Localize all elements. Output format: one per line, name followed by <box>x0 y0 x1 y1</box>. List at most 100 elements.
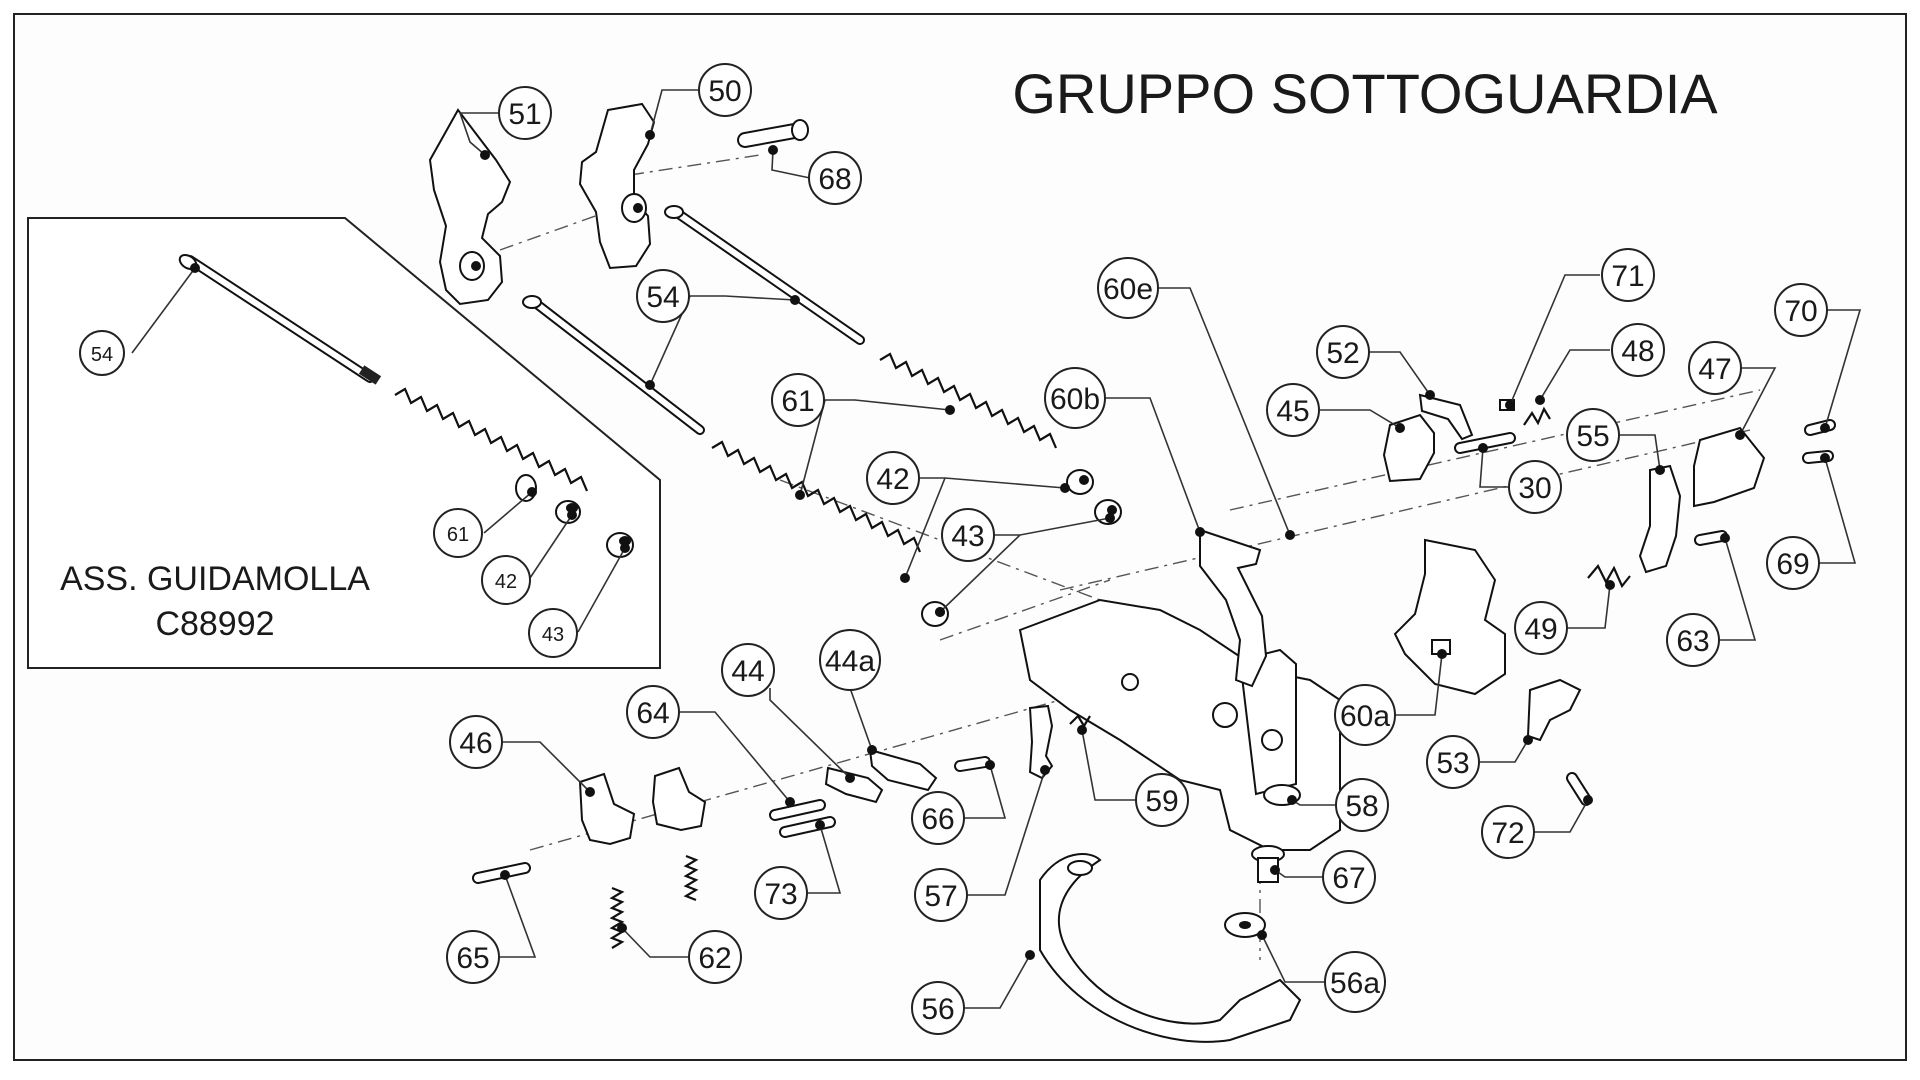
part-52-lever <box>1418 393 1474 441</box>
label-72: 72 <box>1481 805 1535 859</box>
label-69: 69 <box>1766 536 1820 590</box>
part-62-spring-a <box>609 886 625 949</box>
part-44a-sear <box>868 748 938 792</box>
svg-text:42: 42 <box>495 571 517 593</box>
svg-text:66: 66 <box>921 803 954 836</box>
inset-code: C88992 <box>155 605 274 643</box>
part-56a-washer <box>1224 912 1266 938</box>
part-58-trigger-plate <box>1018 598 1341 851</box>
inset-spring-61 <box>394 387 589 492</box>
label-63: 63 <box>1666 613 1720 667</box>
label-48: 48 <box>1611 323 1665 377</box>
part-63-pin <box>1694 530 1728 546</box>
label-50: 50 <box>698 63 752 117</box>
part-56-trigger-guard <box>1039 853 1302 1043</box>
inset-title: ASS. GUIDAMOLLA <box>60 560 370 598</box>
inset-label-61: 61 <box>433 508 483 558</box>
svg-text:70: 70 <box>1784 295 1817 328</box>
part-61-spring-b <box>879 352 1058 449</box>
svg-text:56a: 56a <box>1330 967 1380 1000</box>
part-59-spring <box>1069 714 1091 729</box>
label-58: 58 <box>1335 778 1389 832</box>
svg-text:59: 59 <box>1145 785 1178 818</box>
label-30: 30 <box>1508 460 1562 514</box>
svg-text:30: 30 <box>1518 472 1551 505</box>
part-62-spring-b <box>683 854 699 902</box>
svg-text:55: 55 <box>1576 420 1609 453</box>
label-45: 45 <box>1266 383 1320 437</box>
svg-text:44a: 44a <box>825 645 875 678</box>
label-46: 46 <box>449 715 503 769</box>
label-73: 73 <box>754 866 808 920</box>
svg-text:43: 43 <box>951 520 984 553</box>
inset-panel: ASS. GUIDAMOLLA C88992 54 <box>27 217 661 669</box>
label-70: 70 <box>1774 283 1828 337</box>
svg-text:63: 63 <box>1676 625 1709 658</box>
label-59: 59 <box>1135 773 1189 827</box>
svg-text:72: 72 <box>1491 817 1524 850</box>
part-55-lever <box>1638 464 1682 574</box>
svg-text:53: 53 <box>1436 747 1469 780</box>
label-65: 65 <box>446 930 500 984</box>
label-42: 42 <box>866 451 920 505</box>
svg-text:52: 52 <box>1326 337 1359 370</box>
svg-text:62: 62 <box>698 942 731 975</box>
label-71: 71 <box>1601 248 1655 302</box>
label-64: 64 <box>626 685 680 739</box>
svg-text:61: 61 <box>447 524 469 546</box>
svg-text:56: 56 <box>921 993 954 1026</box>
svg-text:60a: 60a <box>1340 700 1390 733</box>
label-60a: 60a <box>1334 684 1396 746</box>
label-57: 57 <box>914 868 968 922</box>
label-68: 68 <box>808 151 862 205</box>
svg-text:73: 73 <box>764 878 797 911</box>
part-30-pin <box>1454 432 1516 454</box>
svg-text:60e: 60e <box>1103 273 1153 306</box>
label-56a: 56a <box>1324 951 1386 1013</box>
svg-text:71: 71 <box>1611 260 1644 293</box>
part-66-pin <box>954 756 991 772</box>
part-44-sear <box>824 766 884 804</box>
part-43-bushing-b <box>1094 499 1122 525</box>
label-60e: 60e <box>1097 257 1159 319</box>
label-51: 51 <box>498 86 552 140</box>
label-49: 49 <box>1514 601 1568 655</box>
label-43: 43 <box>941 508 995 562</box>
inset-bushing-43 <box>606 532 634 558</box>
svg-text:60b: 60b <box>1050 383 1100 416</box>
label-67: 67 <box>1322 850 1376 904</box>
inset-label-42: 42 <box>481 555 531 605</box>
svg-text:47: 47 <box>1698 353 1731 386</box>
svg-text:68: 68 <box>818 163 851 196</box>
part-67-screw <box>1251 845 1285 883</box>
label-53: 53 <box>1426 735 1480 789</box>
label-44a: 44a <box>819 629 881 691</box>
label-56: 56 <box>911 981 965 1035</box>
inset-rod-54 <box>178 253 382 385</box>
svg-text:50: 50 <box>708 75 741 108</box>
part-49-spring <box>1587 564 1631 589</box>
label-44: 44 <box>721 643 775 697</box>
svg-text:46: 46 <box>459 727 492 760</box>
svg-text:57: 57 <box>924 880 957 913</box>
part-54-guide-rods <box>522 205 865 435</box>
svg-text:45: 45 <box>1276 395 1309 428</box>
svg-text:69: 69 <box>1776 548 1809 581</box>
part-51-hammer <box>428 108 512 306</box>
svg-text:42: 42 <box>876 463 909 496</box>
part-46-hammer-right <box>651 766 707 832</box>
diagram-title: GRUPPO SOTTOGUARDIA <box>1012 62 1718 125</box>
label-61: 61 <box>771 373 825 427</box>
part-61-spring-a <box>711 440 922 553</box>
svg-text:54: 54 <box>91 344 113 366</box>
svg-text:44: 44 <box>731 655 764 688</box>
label-52: 52 <box>1316 325 1370 379</box>
svg-text:67: 67 <box>1332 862 1365 895</box>
label-60b: 60b <box>1044 367 1106 429</box>
part-42-bushing-b <box>1066 469 1094 495</box>
svg-text:51: 51 <box>508 98 541 131</box>
part-68-pin <box>737 119 809 148</box>
svg-text:43: 43 <box>542 624 564 646</box>
part-64-pin <box>769 799 826 821</box>
